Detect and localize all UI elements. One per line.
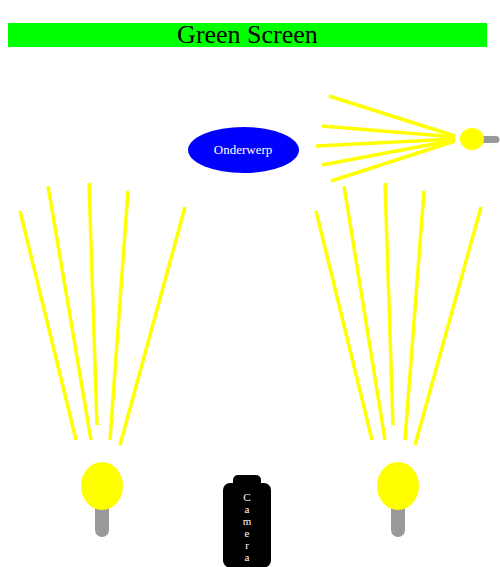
screen-label: Green Screen <box>8 23 487 47</box>
subject-label: Onderwerp <box>214 142 272 158</box>
camera-body: Camera <box>223 475 271 567</box>
camera-label: Camera <box>242 491 253 564</box>
lamp-left <box>81 462 123 537</box>
green-screen-band: Green Screen <box>8 23 487 47</box>
lamp-right <box>377 462 419 537</box>
light-rays <box>20 96 481 445</box>
lamp-top-right <box>460 128 500 150</box>
subject-ellipse: Onderwerp <box>188 127 299 173</box>
